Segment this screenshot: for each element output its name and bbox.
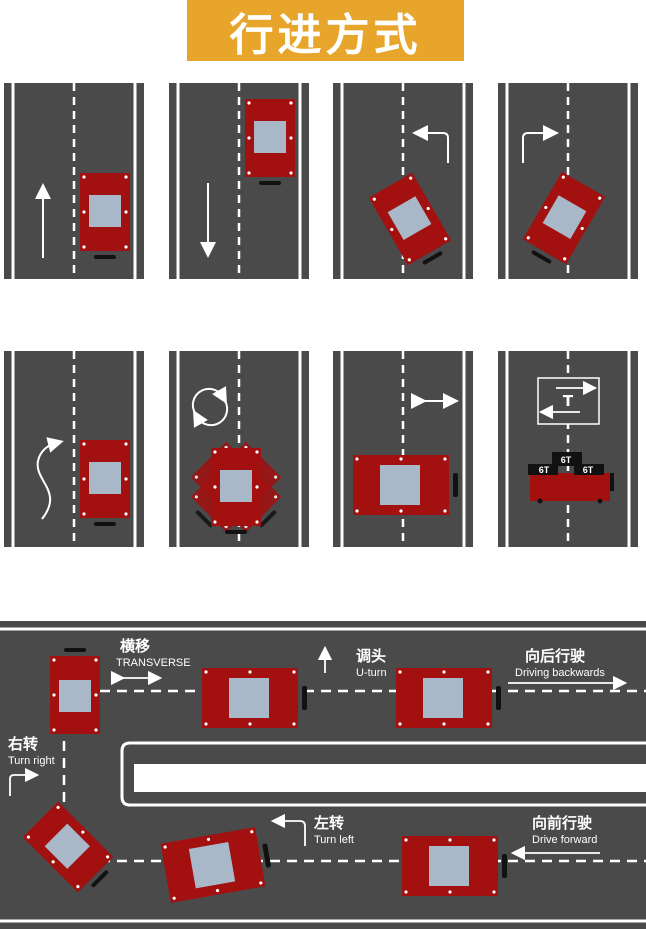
loaded-transporter: 6T 6T 6T: [528, 452, 614, 504]
turn-left-label: 左转 Turn left: [270, 813, 354, 846]
vehicle: [160, 825, 275, 903]
vehicle: [396, 668, 501, 728]
panel-turn-left: [333, 83, 473, 279]
panel-forward: [4, 83, 144, 279]
vehicle: [518, 171, 606, 272]
forward-label-en: Drive forward: [532, 834, 597, 846]
uturn-label: 调头 U-turn: [317, 645, 387, 679]
uturn-label-cn: 调头: [356, 647, 386, 665]
vehicle: [80, 173, 130, 259]
panel-turn-right: [498, 83, 638, 279]
panel-transverse: [333, 351, 473, 547]
transverse-label: 横移 TRANSVERSE: [110, 637, 191, 686]
vehicle: [368, 172, 456, 273]
load-label: 6T: [561, 455, 572, 465]
turn-left-arrow-icon: [412, 125, 449, 163]
turn-right-label-en: Turn right: [8, 755, 55, 767]
vehicle: [402, 836, 507, 896]
vehicle: [22, 801, 119, 898]
uturn-label-en: U-turn: [356, 667, 387, 679]
backward-label: 向后行驶 Driving backwards: [508, 647, 628, 691]
transfer-arrows-icon: T: [537, 377, 600, 425]
vehicle: [50, 648, 100, 734]
vehicle: [245, 99, 295, 185]
panel-transport: T 6T 6T 6T: [498, 351, 638, 547]
curve-arrow-icon: [36, 437, 64, 520]
vehicle: [80, 440, 130, 526]
transverse-label-en: TRANSVERSE: [116, 657, 191, 669]
rotate-arrows-icon: [191, 386, 229, 428]
forward-label-cn: 向前行驶: [532, 814, 592, 832]
panel-curve: [4, 351, 144, 547]
turn-right-label: 右转 Turn right: [8, 735, 55, 796]
transverse-label-cn: 横移: [120, 637, 150, 655]
vehicle: [202, 668, 307, 728]
forward-label: 向前行驶 Drive forward: [510, 814, 600, 861]
page-title: 行进方式: [229, 9, 422, 61]
panel-rotate: [169, 351, 309, 547]
title-banner: 行进方式: [187, 0, 464, 61]
turn-left-label-cn: 左转: [313, 814, 344, 832]
backward-label-cn: 向后行驶: [525, 647, 585, 665]
transfer-sign-text: T: [563, 392, 574, 410]
turn-left-label-en: Turn left: [314, 834, 354, 846]
load-label: 6T: [539, 465, 550, 475]
backward-label-en: Driving backwards: [515, 667, 605, 679]
track-diagram: 横移 TRANSVERSE 调头 U-turn 向后行驶 Driving bac…: [0, 621, 646, 929]
turn-right-arrow-icon: [522, 125, 559, 163]
vehicle: [353, 455, 458, 515]
panel-backward: [169, 83, 309, 279]
vehicle: [211, 448, 261, 534]
load-label: 6T: [583, 465, 594, 475]
turn-right-label-cn: 右转: [8, 735, 38, 753]
